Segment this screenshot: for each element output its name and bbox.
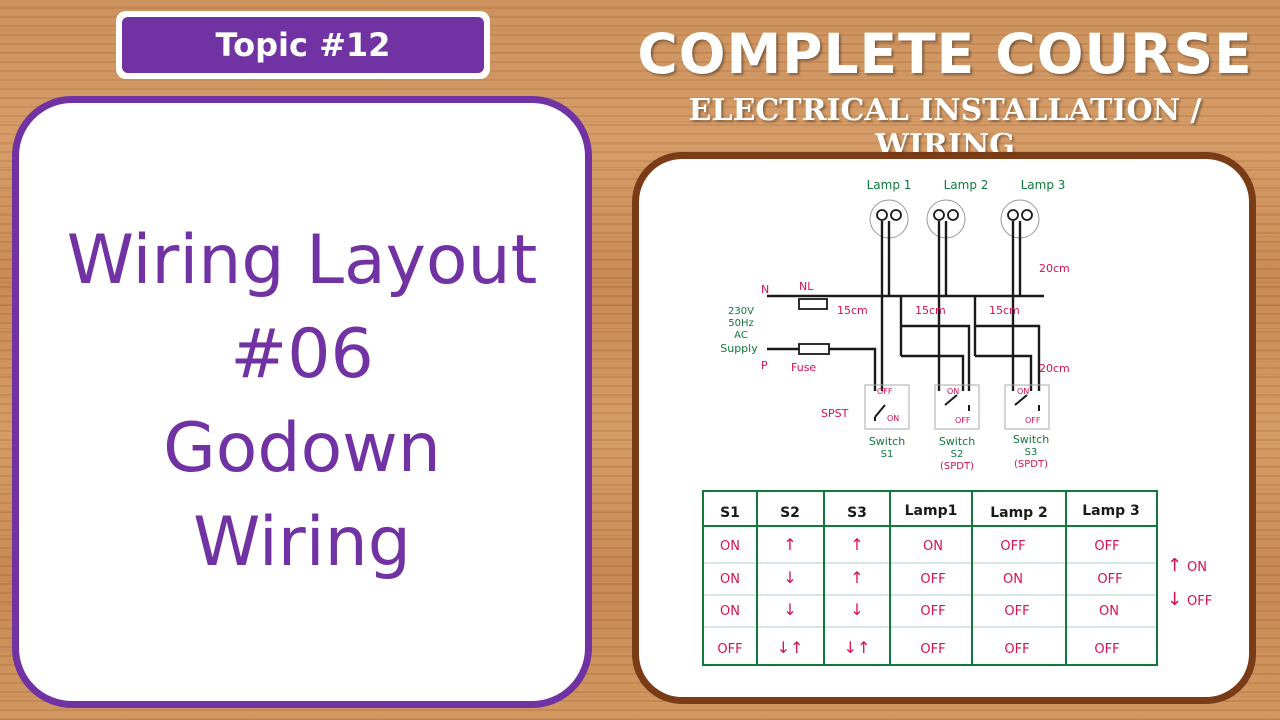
topic-badge: Topic #12 [116,11,490,79]
switch-2-name: Switch [939,435,975,448]
switch-3-name: Switch [1013,433,1049,446]
fuse-symbol [798,343,830,355]
table-legend: ↑ ON ↓ OFF [1167,555,1212,610]
table-cell: ↑ [850,568,863,587]
distance-4: 20cm [1039,262,1070,275]
supply-line-3: AC [734,330,748,341]
table-cell: ON [720,604,740,619]
header-cell: Lamp 3 [1082,503,1140,519]
header-cell: S3 [847,505,867,521]
lamp-3: Lamp 3 [1000,178,1066,239]
table-cell: OFF [1097,572,1122,587]
switch-1-top: OFF [877,387,893,396]
switch-1-id: S1 [881,449,894,460]
switch-3-bottom: OFF [1025,416,1041,425]
course-subtitle: ELECTRICAL INSTALLATION / WIRING [688,93,1202,163]
supply-line-1: 230V [728,306,754,317]
switch-3-top: ON [1017,387,1029,396]
topic-label: Topic #12 [122,17,484,73]
table-cell: ON [720,539,740,554]
switch-contacts [874,394,1040,421]
phase-label: P [761,359,768,372]
lamp-2-label: Lamp 2 [944,178,989,192]
legend-off-arrow: ↓ [1167,589,1182,610]
table-grid [702,490,1158,666]
table-body: ON ↑ ↑ ON OFF OFF ON ↓ ↑ OFF ON OFF ON ↓… [717,535,1122,657]
switch-1-bottom: ON [887,414,899,423]
table-cell: OFF [1004,642,1029,657]
wiring-diagram: Lamp 1 Lamp 2 Lamp 3 N NL [702,178,1212,666]
switch-box-3 [1004,384,1050,430]
legend-off-text: OFF [1187,594,1212,609]
lamp-1: Lamp 1 [867,178,912,239]
table-cell: ↓ [850,600,863,619]
table-header: S1 S2 S3 Lamp1 Lamp 2 Lamp 3 [720,503,1140,521]
switch-2-bottom: OFF [955,416,971,425]
table-cell: OFF [1094,539,1119,554]
table-cell: OFF [920,572,945,587]
table-cell: ↑ [783,535,796,554]
legend-on-text: ON [1187,560,1207,575]
table-cell: OFF [717,642,742,657]
switch-1-name: Switch [869,435,905,448]
nl-symbol [798,298,828,310]
table-cell: ↓ [783,600,796,619]
course-title: COMPLETE COURSE [637,22,1253,86]
switch-box-1 [864,384,910,430]
distance-2: 15cm [915,304,946,317]
switch-type-label: SPST [821,407,849,420]
truth-table: S1 S2 S3 Lamp1 Lamp 2 Lamp 3 ON ↑ ↑ ON O… [702,490,1212,666]
distance-5: 20cm [1039,362,1070,375]
lamp-3-label: Lamp 3 [1021,178,1066,192]
distance-1: 15cm [837,304,868,317]
supply-line-2: 50Hz [728,318,754,329]
table-cell: ↑ [850,535,863,554]
table-cell: ↓ [783,568,796,587]
switch-3-type: (SPDT) [1014,459,1048,470]
header-cell: Lamp 2 [990,505,1048,521]
header-cell: S2 [780,505,800,521]
nl-label: NL [799,280,814,293]
table-cell: OFF [1000,539,1025,554]
table-cell: ↓↑ [777,638,804,657]
table-cell: OFF [920,642,945,657]
switch-box-2 [934,384,980,430]
title-line-3: Godown [163,409,441,488]
table-cell: ON [720,572,740,587]
header-cell: S1 [720,505,740,521]
supply-label: Supply [720,342,758,355]
switch-2-id: S2 [951,449,964,460]
table-cell: ON [1099,604,1119,619]
table-cell: OFF [1094,642,1119,657]
table-cell: ON [923,539,943,554]
table-cell: OFF [1004,604,1029,619]
switch-2-top: ON [947,387,959,396]
header-cell: Lamp1 [905,503,958,519]
title-line-2: #06 [230,315,374,394]
lamp-1-label: Lamp 1 [867,178,912,192]
distance-3: 15cm [989,304,1020,317]
switch-2-type: (SPDT) [940,461,974,472]
neutral-label: N [761,283,769,296]
title-card: Wiring Layout #06 Godown Wiring [12,96,592,708]
table-cell: ↓↑ [844,638,871,657]
title-line-4: Wiring [193,503,411,582]
fuse-label: Fuse [791,361,816,374]
title-line-1: Wiring Layout [66,221,538,300]
wires [767,221,1044,391]
table-cell: ON [1003,572,1023,587]
table-row-lines [703,562,1157,628]
table-cell: OFF [920,604,945,619]
diagram-card: Lamp 1 Lamp 2 Lamp 3 N NL [632,152,1256,704]
lamp-2: Lamp 2 [926,178,989,239]
legend-on-arrow: ↑ [1167,555,1182,576]
switch-3-id: S3 [1025,447,1038,458]
